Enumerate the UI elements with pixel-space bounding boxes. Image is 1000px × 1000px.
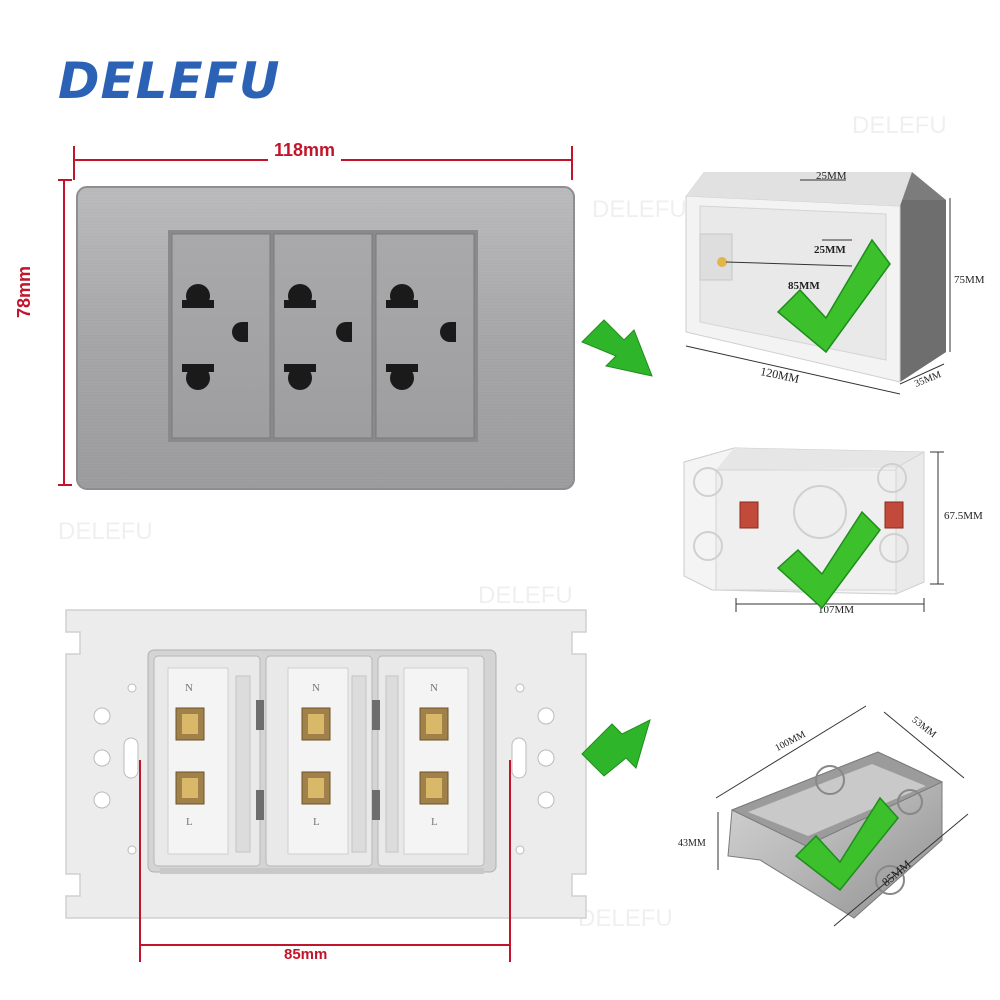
terminal-l-label: L <box>313 816 320 828</box>
arrow-right-down-icon <box>581 319 653 377</box>
box1-height-label: 75MM <box>954 274 985 286</box>
metal-height-label: 43MM <box>678 838 706 849</box>
terminal-l-label: L <box>431 816 438 828</box>
box1-inner-width-label: 25MM <box>814 244 846 256</box>
terminal-module-2 <box>265 655 373 867</box>
terminal-module-3 <box>377 655 485 867</box>
box2-height-label: 67.5MM <box>944 510 983 522</box>
watermark: DELEFU <box>478 582 573 609</box>
watermark: DELEFU <box>578 905 673 932</box>
box1-top-width-label: 25MM <box>816 170 847 182</box>
outlet-module-1 <box>171 233 271 439</box>
terminal-n-label: N <box>312 682 320 694</box>
brand-logo: DELEFU <box>58 52 281 110</box>
box2-length-label: 107MM <box>818 604 855 616</box>
outlet-module-2 <box>273 233 373 439</box>
terminal-n-label: N <box>185 682 193 694</box>
check-icon <box>794 796 899 892</box>
terminal-n-label: N <box>430 682 438 694</box>
watermark: DELEFU <box>852 112 947 139</box>
arrow-right-down-icon <box>581 719 651 777</box>
outlet-module-3 <box>375 233 475 439</box>
terminal-l-label: L <box>186 816 193 828</box>
box1-inner-length-label: 85MM <box>788 280 820 292</box>
back-spacing-label: 85mm <box>284 946 328 963</box>
watermark: DELEFU <box>592 196 687 223</box>
check-icon <box>776 510 881 610</box>
watermark: DELEFU <box>58 518 153 545</box>
front-width-label: 118mm <box>268 140 342 161</box>
terminal-module-1 <box>153 655 261 867</box>
check-icon <box>776 238 891 354</box>
